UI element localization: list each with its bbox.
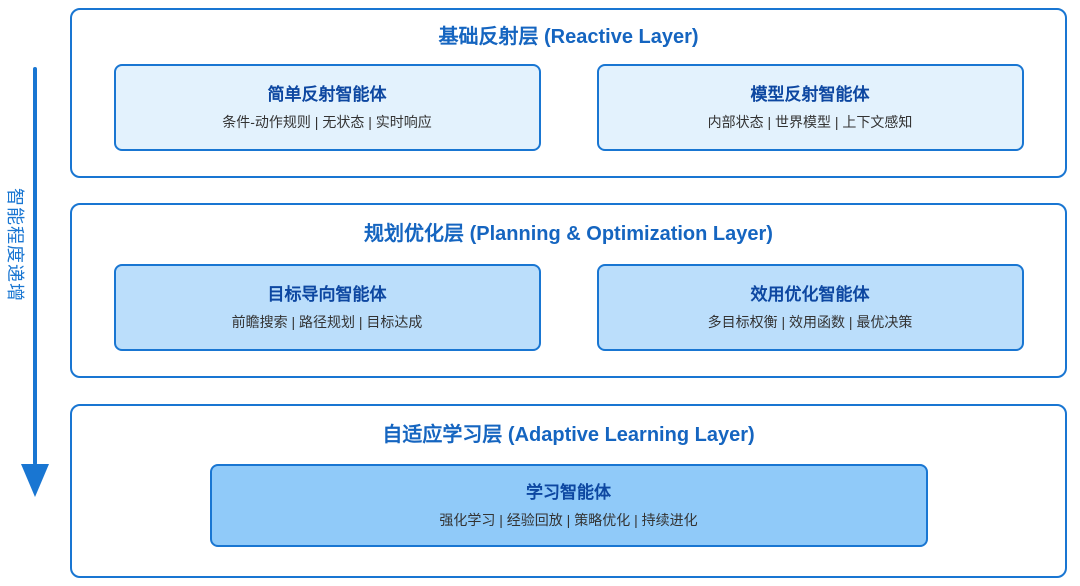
agent-features: 多目标权衡 | 效用函数 | 最优决策 bbox=[707, 314, 913, 330]
layer-reactive: 基础反射层 (Reactive Layer) 简单反射智能体 条件-动作规则 |… bbox=[70, 8, 1067, 178]
agent-row: 学习智能体 强化学习 | 经验回放 | 策略优化 | 持续进化 bbox=[209, 464, 928, 547]
agent-title: 简单反射智能体 bbox=[267, 85, 387, 104]
agent-title: 效用优化智能体 bbox=[750, 285, 870, 304]
agent-row: 简单反射智能体 条件-动作规则 | 无状态 | 实时响应 模型反射智能体 内部状… bbox=[113, 64, 1024, 151]
intelligence-axis-label: 智能程度递增 bbox=[5, 188, 25, 302]
layer-title: 规划优化层 (Planning & Optimization Layer) bbox=[364, 223, 773, 245]
agent-card-simple-reflex: 简单反射智能体 条件-动作规则 | 无状态 | 实时响应 bbox=[113, 64, 541, 151]
down-arrowhead-icon bbox=[21, 464, 49, 497]
layer-planning-optimization: 规划优化层 (Planning & Optimization Layer) 目标… bbox=[70, 203, 1067, 378]
agent-card-utility-based: 效用优化智能体 多目标权衡 | 效用函数 | 最优决策 bbox=[596, 264, 1024, 351]
layer-adaptive-learning: 自适应学习层 (Adaptive Learning Layer) 学习智能体 强… bbox=[70, 404, 1067, 578]
agent-features: 条件-动作规则 | 无状态 | 实时响应 bbox=[222, 114, 432, 130]
down-arrow-line bbox=[33, 67, 37, 465]
agent-title: 目标导向智能体 bbox=[267, 285, 387, 304]
agent-card-goal-based: 目标导向智能体 前瞻搜索 | 路径规划 | 目标达成 bbox=[113, 264, 541, 351]
layer-title: 自适应学习层 (Adaptive Learning Layer) bbox=[382, 424, 755, 446]
agent-row: 目标导向智能体 前瞻搜索 | 路径规划 | 目标达成 效用优化智能体 多目标权衡… bbox=[113, 264, 1024, 351]
agent-title: 学习智能体 bbox=[526, 483, 611, 502]
agent-features: 强化学习 | 经验回放 | 策略优化 | 持续进化 bbox=[439, 512, 698, 528]
agent-title: 模型反射智能体 bbox=[750, 85, 870, 104]
agent-features: 前瞻搜索 | 路径规划 | 目标达成 bbox=[231, 314, 423, 330]
agent-features: 内部状态 | 世界模型 | 上下文感知 bbox=[707, 114, 913, 130]
agent-card-model-reflex: 模型反射智能体 内部状态 | 世界模型 | 上下文感知 bbox=[596, 64, 1024, 151]
layer-title: 基础反射层 (Reactive Layer) bbox=[438, 26, 699, 48]
agent-card-learning: 学习智能体 强化学习 | 经验回放 | 策略优化 | 持续进化 bbox=[209, 464, 928, 547]
